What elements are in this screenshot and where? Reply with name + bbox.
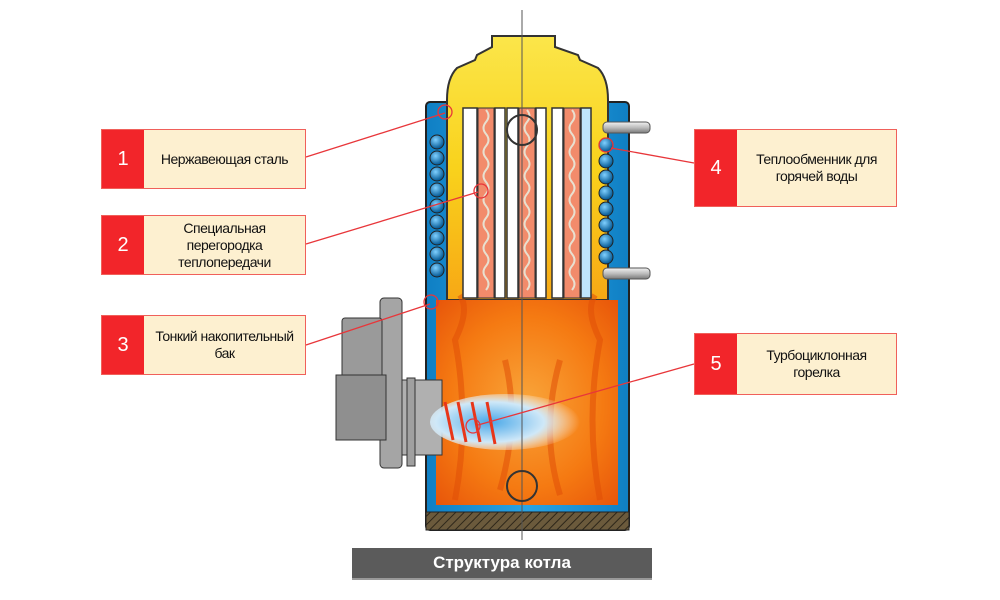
leader-lines <box>305 104 695 434</box>
leader-line-4 <box>610 147 695 164</box>
leader-line-1 <box>305 112 446 158</box>
marker-5 <box>465 418 481 434</box>
callout-label: Нержавеющая сталь <box>160 150 289 167</box>
hot-water-outlet-pipe <box>602 121 651 134</box>
callout-number: 5 <box>695 334 737 394</box>
callout-thin-storage-tank: 3 Тонкий накопительный бак <box>101 315 306 375</box>
flue-port <box>506 114 538 146</box>
burner-unit <box>335 297 580 469</box>
callout-label: Специальная перегородка теплопередачи <box>178 219 271 270</box>
leader-line-2 <box>305 191 479 245</box>
marker-1 <box>437 104 453 120</box>
diagram-title: Структура котла <box>352 548 652 580</box>
right-coil <box>598 137 614 265</box>
callout-hot-water-exchanger: 4 Теплообменник для горячей воды <box>694 129 897 207</box>
callout-number: 2 <box>102 216 144 274</box>
callout-number: 1 <box>102 130 144 188</box>
leader-line-3 <box>305 303 431 346</box>
drain-port <box>506 470 538 502</box>
cold-water-inlet-pipe <box>602 267 651 280</box>
callout-number: 4 <box>695 130 737 206</box>
callout-number: 3 <box>102 316 144 374</box>
callout-label: Турбоциклонная горелка <box>766 347 867 380</box>
heat-transfer-tubes <box>462 107 592 299</box>
marker-3 <box>423 294 439 310</box>
callout-heat-transfer-baffle: 2 Специальная перегородка теплопередачи <box>101 215 306 275</box>
callout-label: Тонкий накопительный бак <box>155 328 294 361</box>
marker-4 <box>598 137 614 153</box>
callout-turbo-cyclone-burner: 5 Турбоциклонная горелка <box>694 333 897 395</box>
left-coil <box>429 134 445 278</box>
marker-2 <box>473 183 489 199</box>
boiler-base <box>425 511 630 531</box>
callout-stainless-steel: 1 Нержавеющая сталь <box>101 129 306 189</box>
leader-line-5 <box>477 363 695 426</box>
callout-label: Теплообменник для горячей воды <box>756 151 877 184</box>
